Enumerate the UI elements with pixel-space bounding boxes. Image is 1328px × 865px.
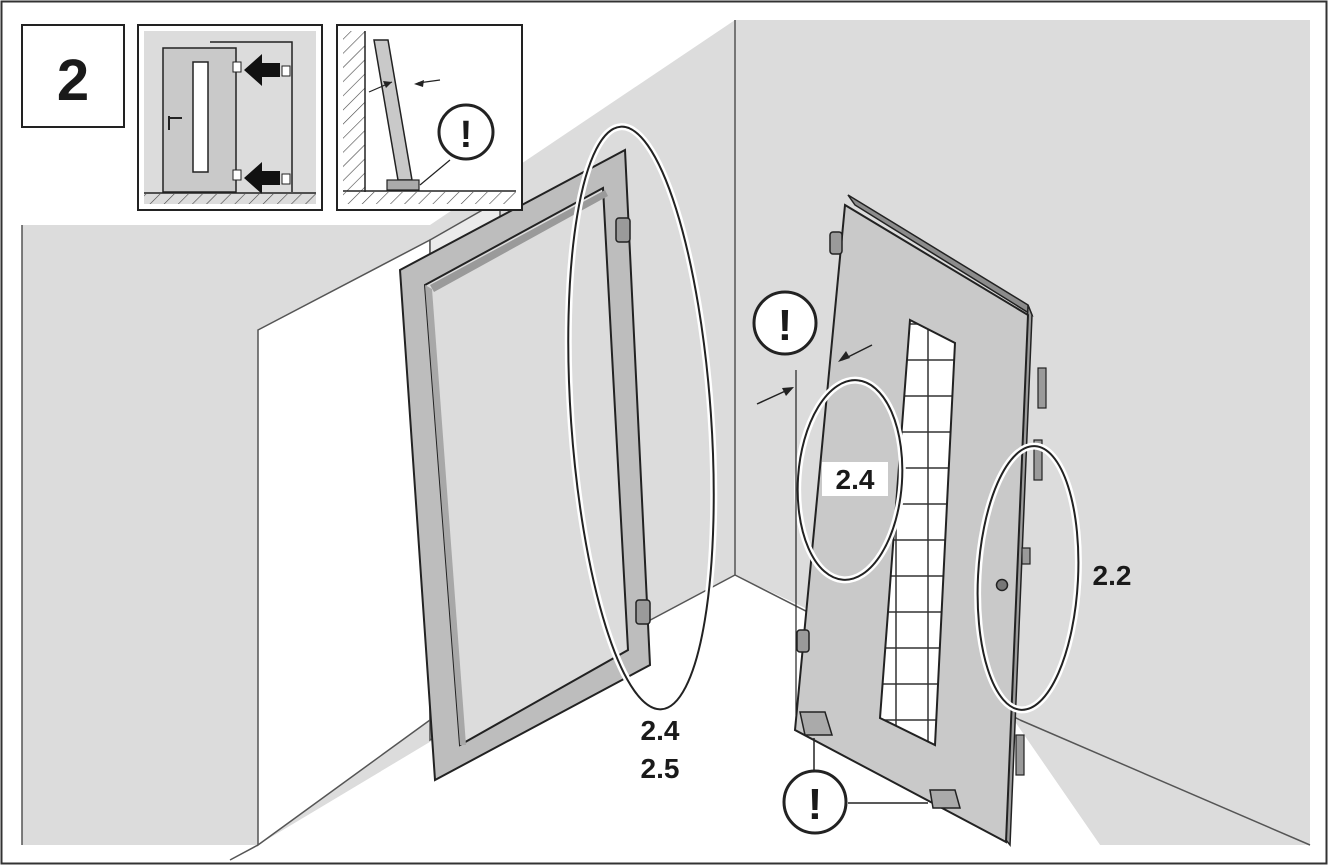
door-lock-bolt-1 [1037,367,1047,409]
door-glass [878,318,957,747]
inset-arrow-top [244,54,280,86]
warning-wedges: ! [782,738,928,835]
door-hinge-bottom [796,629,810,653]
door-lock-callout-label: 2.2 [1093,560,1132,591]
inset-door-glass [192,61,209,173]
warning-icon-gap: ! [752,290,818,356]
inset-warning-icon: ! [437,103,495,161]
inset-side-view: ! [336,24,523,211]
door-leaf: 2.4 2.2 [793,194,1132,848]
frame-hinge-top [615,217,631,243]
door-lock-bolt-3 [1015,734,1025,776]
frame-hinge-callout-label-2: 2.5 [641,753,680,784]
door-frame: 2.4 2.5 [398,123,718,784]
inset-arrow-bottom [244,162,280,194]
door-lock-cylinder [995,578,1009,592]
frame-hinge-bottom [635,599,651,625]
warning-icon-wedges: ! [782,769,848,835]
frame-hinge-callout-label-1: 2.4 [641,715,680,746]
door-hinge-top [829,231,843,255]
support-wedge-left [799,711,834,736]
door-hinge-callout-label: 2.4 [836,464,875,495]
svg-text:!: ! [808,780,823,829]
gap-indicator: ! [752,290,873,715]
svg-text:!: ! [778,301,793,350]
step-number-box: 2 [21,24,125,128]
svg-text:!: ! [460,114,473,156]
support-wedge-right [929,789,961,809]
step-number: 2 [57,48,89,113]
inset-handle [168,116,182,130]
inset-hinge-alignment [137,24,323,211]
door-lock-bolt-2 [1033,439,1043,481]
